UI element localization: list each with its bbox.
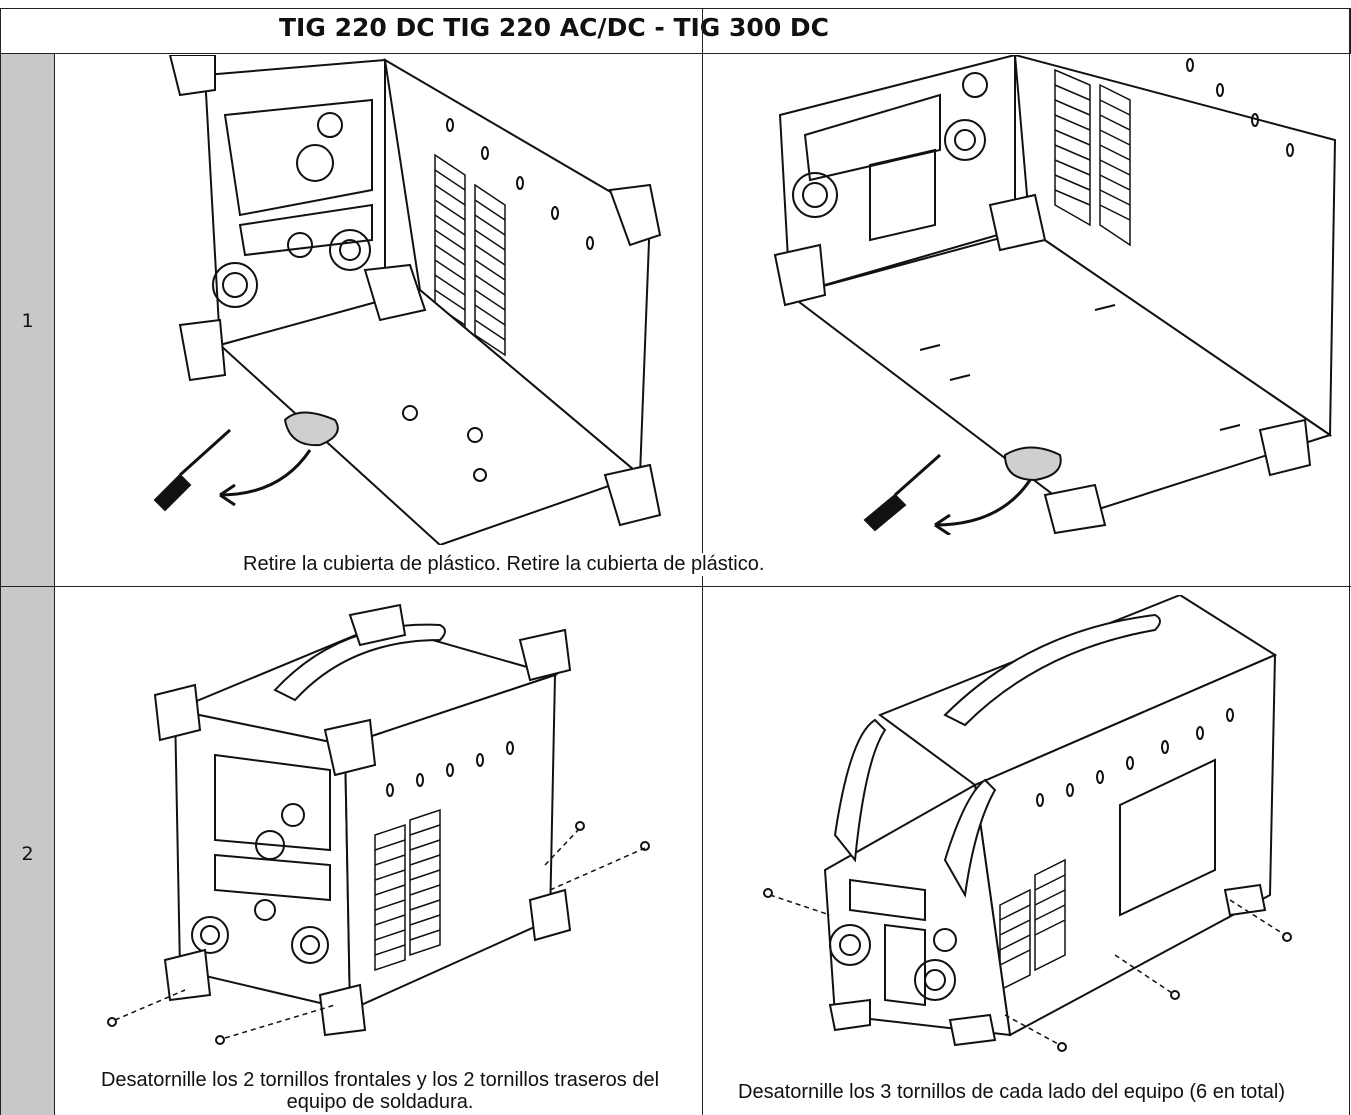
page-title: TIG 220 DC TIG 220 AC/DC - TIG 300 DC bbox=[279, 13, 830, 42]
left-border bbox=[0, 8, 1, 1115]
step-number-column bbox=[0, 54, 55, 1115]
step-2-left-caption: Desatornille los 2 tornillos frontales y… bbox=[80, 1069, 680, 1113]
step-2-right-caption: Desatornille los 3 tornillos de cada lad… bbox=[738, 1081, 1286, 1104]
welder-screws-right-icon bbox=[760, 595, 1340, 1055]
step-number-2: 2 bbox=[21, 843, 34, 865]
welder-bottom-right-icon bbox=[760, 55, 1340, 535]
step-1-caption: Retire la cubierta de plástico. Retire l… bbox=[243, 553, 765, 576]
row-divider bbox=[0, 586, 1351, 587]
welder-bottom-left-icon bbox=[140, 55, 680, 545]
table-header bbox=[0, 8, 1351, 54]
right-border bbox=[1349, 8, 1350, 1115]
welder-screws-left-icon bbox=[100, 600, 670, 1050]
step-number-1: 1 bbox=[21, 310, 34, 332]
